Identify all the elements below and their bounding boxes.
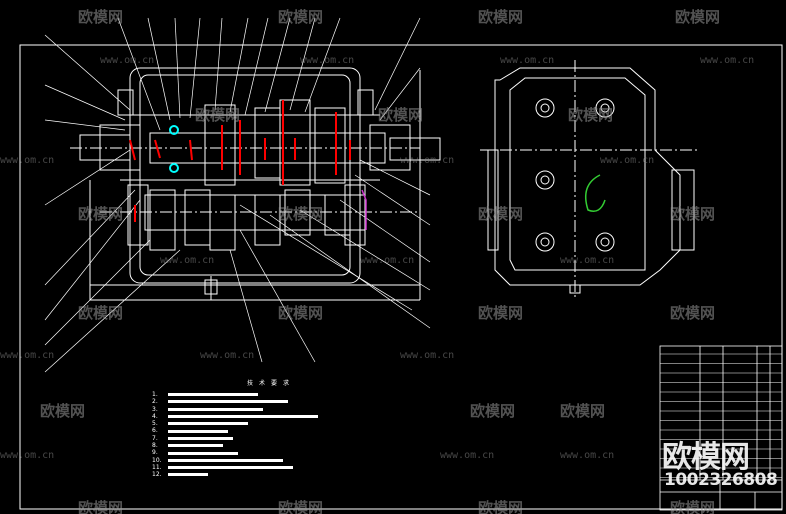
technical-notes: 技术要求 1.2.3.4.5.6.7.8.9.10.11.12. — [152, 380, 318, 479]
front-section-view — [70, 67, 441, 301]
gasket-magenta — [361, 189, 367, 230]
note-text-line — [168, 436, 233, 440]
note-text-line — [168, 407, 263, 411]
watermark-url: www.om.cn — [360, 255, 415, 266]
watermark-brand: 欧模网 — [78, 8, 124, 26]
section-hatch-red — [129, 100, 351, 222]
note-number: 5. — [152, 420, 158, 428]
note-number: 11. — [152, 463, 162, 471]
balloon-leader-lines — [44, 17, 431, 373]
watermark-url: www.om.cn — [400, 350, 455, 361]
note-text-line — [168, 444, 223, 448]
watermark-brand: 欧模网 — [560, 402, 606, 420]
bearing-cyan — [169, 125, 179, 173]
watermark-brand: 欧模网 — [568, 106, 614, 124]
watermark-brand: 欧模网 — [278, 499, 324, 514]
watermark-brand: 欧模网 — [670, 205, 716, 223]
note-text-line — [168, 400, 288, 404]
bolt-holes — [535, 98, 615, 252]
watermark-url: www.om.cn — [100, 55, 155, 66]
note-number: 10. — [152, 456, 162, 464]
note-number: 4. — [152, 412, 158, 420]
drawing-border — [19, 44, 783, 510]
watermark-brand: 欧模网 — [195, 106, 241, 124]
note-item: 2. — [152, 398, 318, 405]
watermark-brand: 欧模网 — [670, 304, 716, 322]
watermark-url: www.om.cn — [560, 450, 615, 461]
note-number: 6. — [152, 427, 158, 435]
gear-hatch-green — [585, 174, 606, 212]
note-item: 5. — [152, 420, 318, 427]
note-number: 3. — [152, 405, 158, 413]
note-item: 1. — [152, 391, 318, 398]
note-number: 2. — [152, 398, 158, 406]
note-item: 12. — [152, 471, 318, 478]
note-item: 9. — [152, 449, 318, 456]
note-item: 6. — [152, 427, 318, 434]
note-text-line — [168, 466, 293, 470]
note-number: 9. — [152, 449, 158, 457]
watermark-brand: 欧模网 — [278, 304, 324, 322]
watermark-brand: 欧模网 — [40, 402, 86, 420]
note-item: 8. — [152, 442, 318, 449]
watermark-brand: 欧模网 — [478, 8, 524, 26]
note-item: 4. — [152, 413, 318, 420]
watermark-url: www.om.cn — [160, 255, 215, 266]
watermark-url: www.om.cn — [600, 155, 655, 166]
note-text-line — [168, 422, 248, 426]
note-number: 1. — [152, 391, 158, 398]
watermark-logo: 欧模网 — [662, 440, 750, 475]
note-text-line — [168, 458, 283, 462]
watermark-brand: 欧模网 — [478, 205, 524, 223]
note-text-line — [168, 451, 238, 455]
note-number: 7. — [152, 434, 158, 442]
watermark-url: www.om.cn — [700, 55, 755, 66]
note-item: 3. — [152, 406, 318, 413]
watermark-brand: 欧模网 — [478, 304, 524, 322]
watermark-brand: 欧模网 — [378, 106, 424, 124]
watermark-brand: 欧模网 — [278, 8, 324, 26]
watermark-brand: 欧模网 — [670, 499, 716, 514]
watermark-url: www.om.cn — [440, 450, 495, 461]
note-number: 12. — [152, 471, 162, 479]
note-text-line — [168, 415, 318, 419]
watermark-url: www.om.cn — [0, 350, 55, 361]
title-block — [659, 345, 783, 511]
watermark-brand: 欧模网 — [78, 304, 124, 322]
note-text-line — [168, 429, 228, 433]
watermark-url: www.om.cn — [500, 55, 555, 66]
watermark-url: www.om.cn — [300, 55, 355, 66]
watermark-brand: 欧模网 — [470, 402, 516, 420]
note-number: 8. — [152, 442, 158, 450]
watermark-brand: 欧模网 — [675, 8, 721, 26]
note-item: 10. — [152, 457, 318, 464]
side-view — [480, 60, 700, 300]
note-text-line — [168, 473, 208, 477]
note-text-line — [168, 393, 258, 397]
watermark-brand: 欧模网 — [78, 499, 124, 514]
watermark-url: www.om.cn — [560, 255, 615, 266]
notes-title: 技术要求 — [247, 380, 296, 387]
watermark-brand: 欧模网 — [278, 205, 324, 223]
watermark-url: www.om.cn — [200, 350, 255, 361]
watermark-url: www.om.cn — [0, 450, 55, 461]
note-item: 7. — [152, 435, 318, 442]
watermark-id: 1002326808 — [664, 470, 778, 490]
watermark-brand: 欧模网 — [478, 499, 524, 514]
watermark-url: www.om.cn — [400, 155, 455, 166]
watermark-brand: 欧模网 — [78, 205, 124, 223]
watermark-url: www.om.cn — [0, 155, 55, 166]
note-item: 11. — [152, 464, 318, 471]
